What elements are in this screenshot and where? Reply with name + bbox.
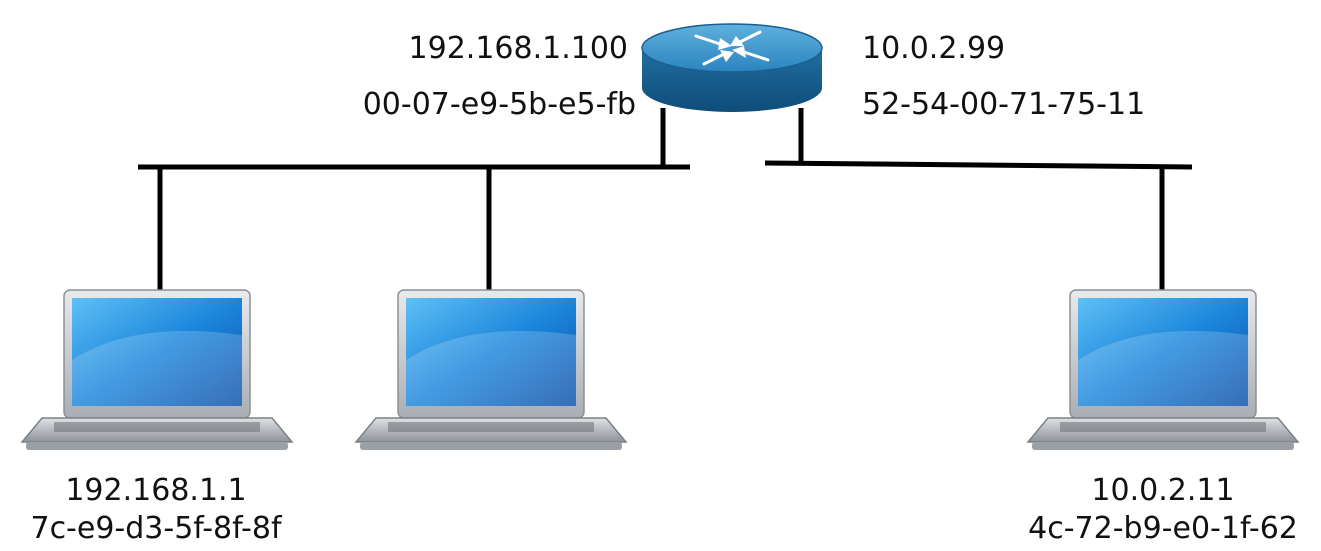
router-right-mac: 52-54-00-71-75-11 [862, 87, 1146, 122]
router-icon [641, 23, 823, 112]
laptop-icon [21, 289, 293, 451]
router-right-ip: 10.0.2.99 [862, 31, 1006, 66]
host1-mac: 7c-e9-d3-5f-8f-8f [30, 511, 282, 546]
router-left-mac: 00-07-e9-5b-e5-fb [362, 87, 636, 122]
router-left-ip: 192.168.1.100 [408, 31, 628, 66]
laptop-icon [1027, 289, 1299, 451]
right-bus-line [764, 160, 1193, 170]
host3-mac: 4c-72-b9-e0-1f-62 [1028, 511, 1298, 546]
host3-ip: 10.0.2.11 [1091, 473, 1235, 508]
network-lines [138, 108, 1193, 290]
host1-ip: 192.168.1.1 [65, 473, 247, 508]
laptop-icon [355, 289, 627, 451]
